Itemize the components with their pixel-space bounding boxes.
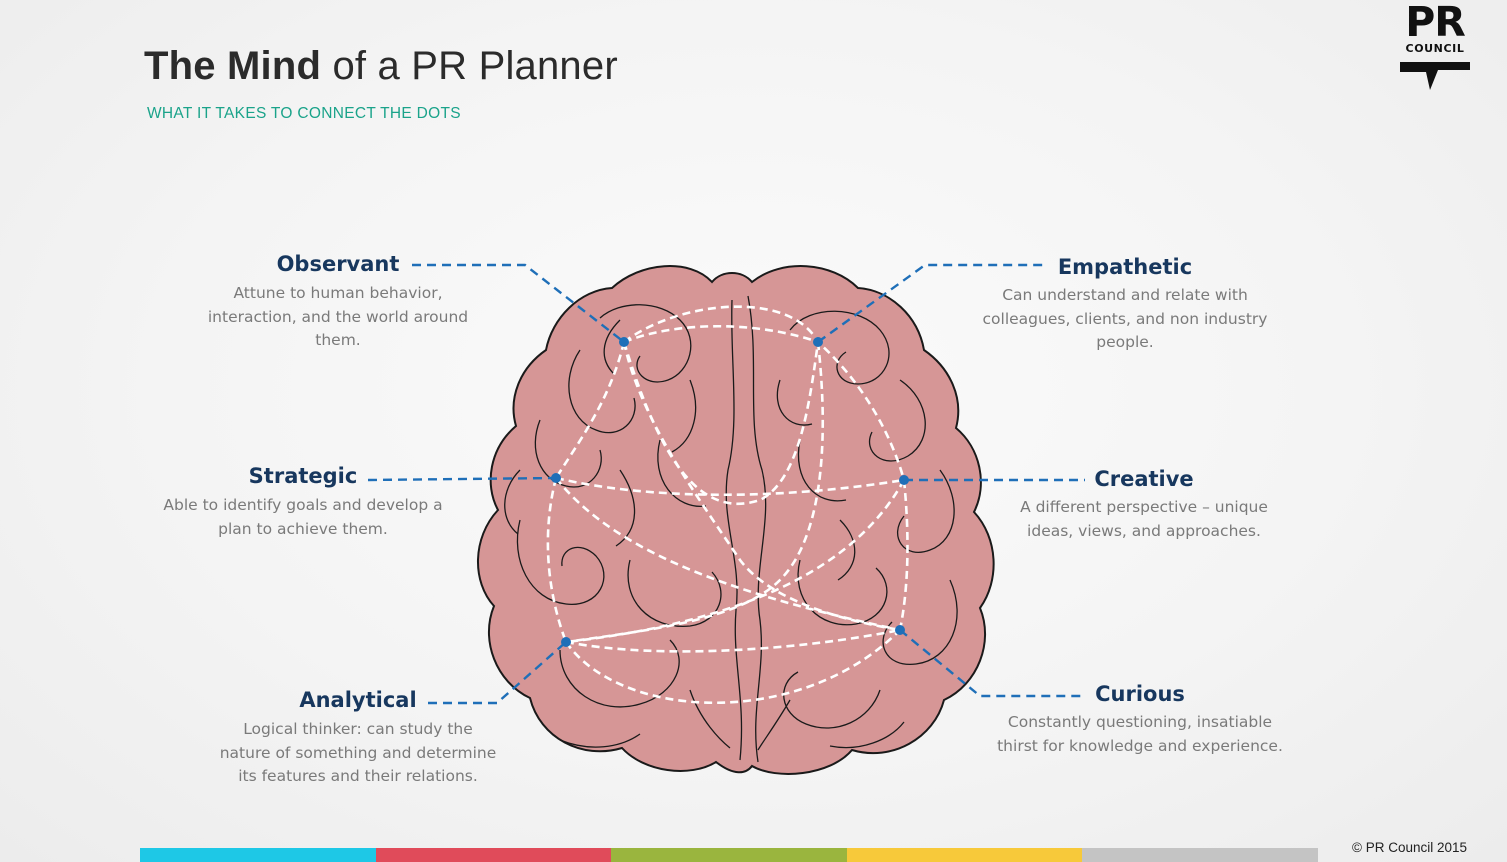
- color-bar-segment: [611, 848, 847, 862]
- page-title: The Mind of a PR Planner: [144, 44, 618, 89]
- connection-dots: [551, 337, 909, 647]
- title-bold-part: The Mind: [144, 44, 322, 88]
- color-bar-segment: [846, 848, 1083, 862]
- dot-strategic: [551, 473, 561, 483]
- color-bar-segment: [375, 848, 612, 862]
- dot-analytical: [561, 637, 571, 647]
- page-subtitle: WHAT IT TAKES TO CONNECT THE DOTS: [147, 105, 461, 122]
- trait-empathetic-title: Empathetic: [1057, 255, 1193, 279]
- brain-silhouette: [477, 265, 995, 775]
- trait-empathetic-description: Can understand and relate with colleague…: [982, 286, 1268, 351]
- label-connectors: [367, 263, 1085, 705]
- trait-analytical-title: Analytical: [299, 688, 417, 712]
- dot-empathetic: [813, 337, 823, 347]
- speech-bubble-tail-icon: [1400, 62, 1470, 90]
- dot-observant: [619, 337, 629, 347]
- dot-connections: [546, 305, 909, 704]
- trait-curious-title: Curious: [1095, 682, 1185, 706]
- trait-curious-description: Constantly questioning, insatiable thirs…: [997, 713, 1283, 755]
- trait-analytical-description: Logical thinker: can study the nature of…: [219, 720, 497, 785]
- dot-curious: [895, 625, 905, 635]
- trait-creative-description: A different perspective – unique ideas, …: [1020, 498, 1268, 540]
- color-bar-segment: [140, 848, 376, 862]
- logo-pr-text: PR: [1405, 0, 1466, 46]
- trait-creative-title: Creative: [1094, 467, 1194, 491]
- copyright-text: © PR Council 2015: [1352, 840, 1468, 855]
- pr-council-logo: PR COUNCIL: [1398, 0, 1472, 92]
- logo-council-text: COUNCIL: [1405, 42, 1465, 55]
- trait-observant-title: Observant: [276, 252, 400, 276]
- trait-strategic-description: Able to identify goals and develop a pla…: [163, 496, 443, 538]
- trait-observant-description: Attune to human behavior, interaction, a…: [207, 284, 469, 349]
- dot-creative: [899, 475, 909, 485]
- footer-color-bar: [140, 848, 1318, 862]
- brain-folds: [504, 295, 958, 763]
- title-rest-part: of a PR Planner: [321, 44, 618, 88]
- color-bar-segment: [1082, 848, 1318, 862]
- trait-strategic-title: Strategic: [248, 464, 358, 488]
